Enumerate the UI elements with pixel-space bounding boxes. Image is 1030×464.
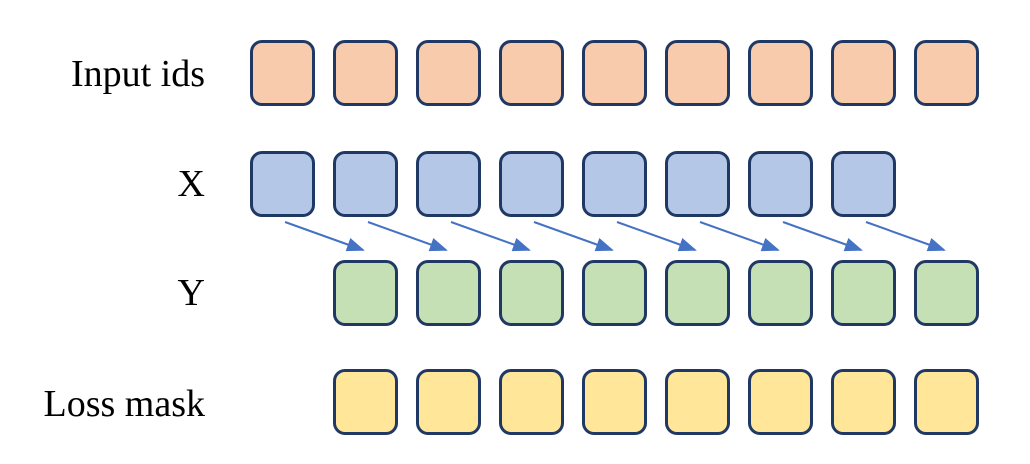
x-token-square [250, 151, 315, 217]
x-to-y-arrow [450, 221, 531, 252]
input-ids-token-square [914, 40, 979, 106]
input-ids-token-square [748, 40, 813, 106]
input-ids-token-square [831, 40, 896, 106]
y-token-square [914, 260, 979, 326]
loss-mask-token-square [582, 369, 647, 435]
input-ids-token-row [250, 40, 979, 106]
loss-mask-token-row [333, 369, 979, 435]
input-ids-token-square [582, 40, 647, 106]
x-to-y-arrow [367, 221, 448, 252]
input-ids-token-square [499, 40, 564, 106]
input-ids-token-square [250, 40, 315, 106]
input-ids-token-square [333, 40, 398, 106]
y-token-square [333, 260, 398, 326]
loss-mask-token-square [333, 369, 398, 435]
x-to-y-arrow [533, 221, 614, 252]
x-token-square [831, 151, 896, 217]
x-token-square [665, 151, 730, 217]
input-ids-token-square [416, 40, 481, 106]
loss-mask-token-square [831, 369, 896, 435]
y-token-square [582, 260, 647, 326]
y-token-row [333, 260, 979, 326]
x-token-square [748, 151, 813, 217]
x-token-square [416, 151, 481, 217]
x-to-y-arrow [865, 221, 946, 252]
y-token-square [416, 260, 481, 326]
row-label-loss-mask: Loss mask [43, 383, 206, 425]
y-token-square [831, 260, 896, 326]
x-to-y-arrow [616, 221, 697, 252]
x-token-square [333, 151, 398, 217]
loss-mask-token-square [499, 369, 564, 435]
row-label-y: Y [177, 272, 205, 314]
loss-mask-token-square [748, 369, 813, 435]
x-to-y-arrow [699, 221, 780, 252]
loss-mask-token-square [914, 369, 979, 435]
x-token-square [499, 151, 564, 217]
x-token-square [582, 151, 647, 217]
y-token-square [665, 260, 730, 326]
input-ids-token-square [665, 40, 730, 106]
row-label-x: X [177, 163, 205, 205]
loss-mask-token-square [665, 369, 730, 435]
y-token-square [748, 260, 813, 326]
x-to-y-arrow [284, 221, 365, 252]
y-token-square [499, 260, 564, 326]
x-token-row [250, 151, 896, 217]
x-to-y-arrow [782, 221, 863, 252]
loss-mask-token-square [416, 369, 481, 435]
row-label-input-ids: Input ids [70, 53, 205, 95]
